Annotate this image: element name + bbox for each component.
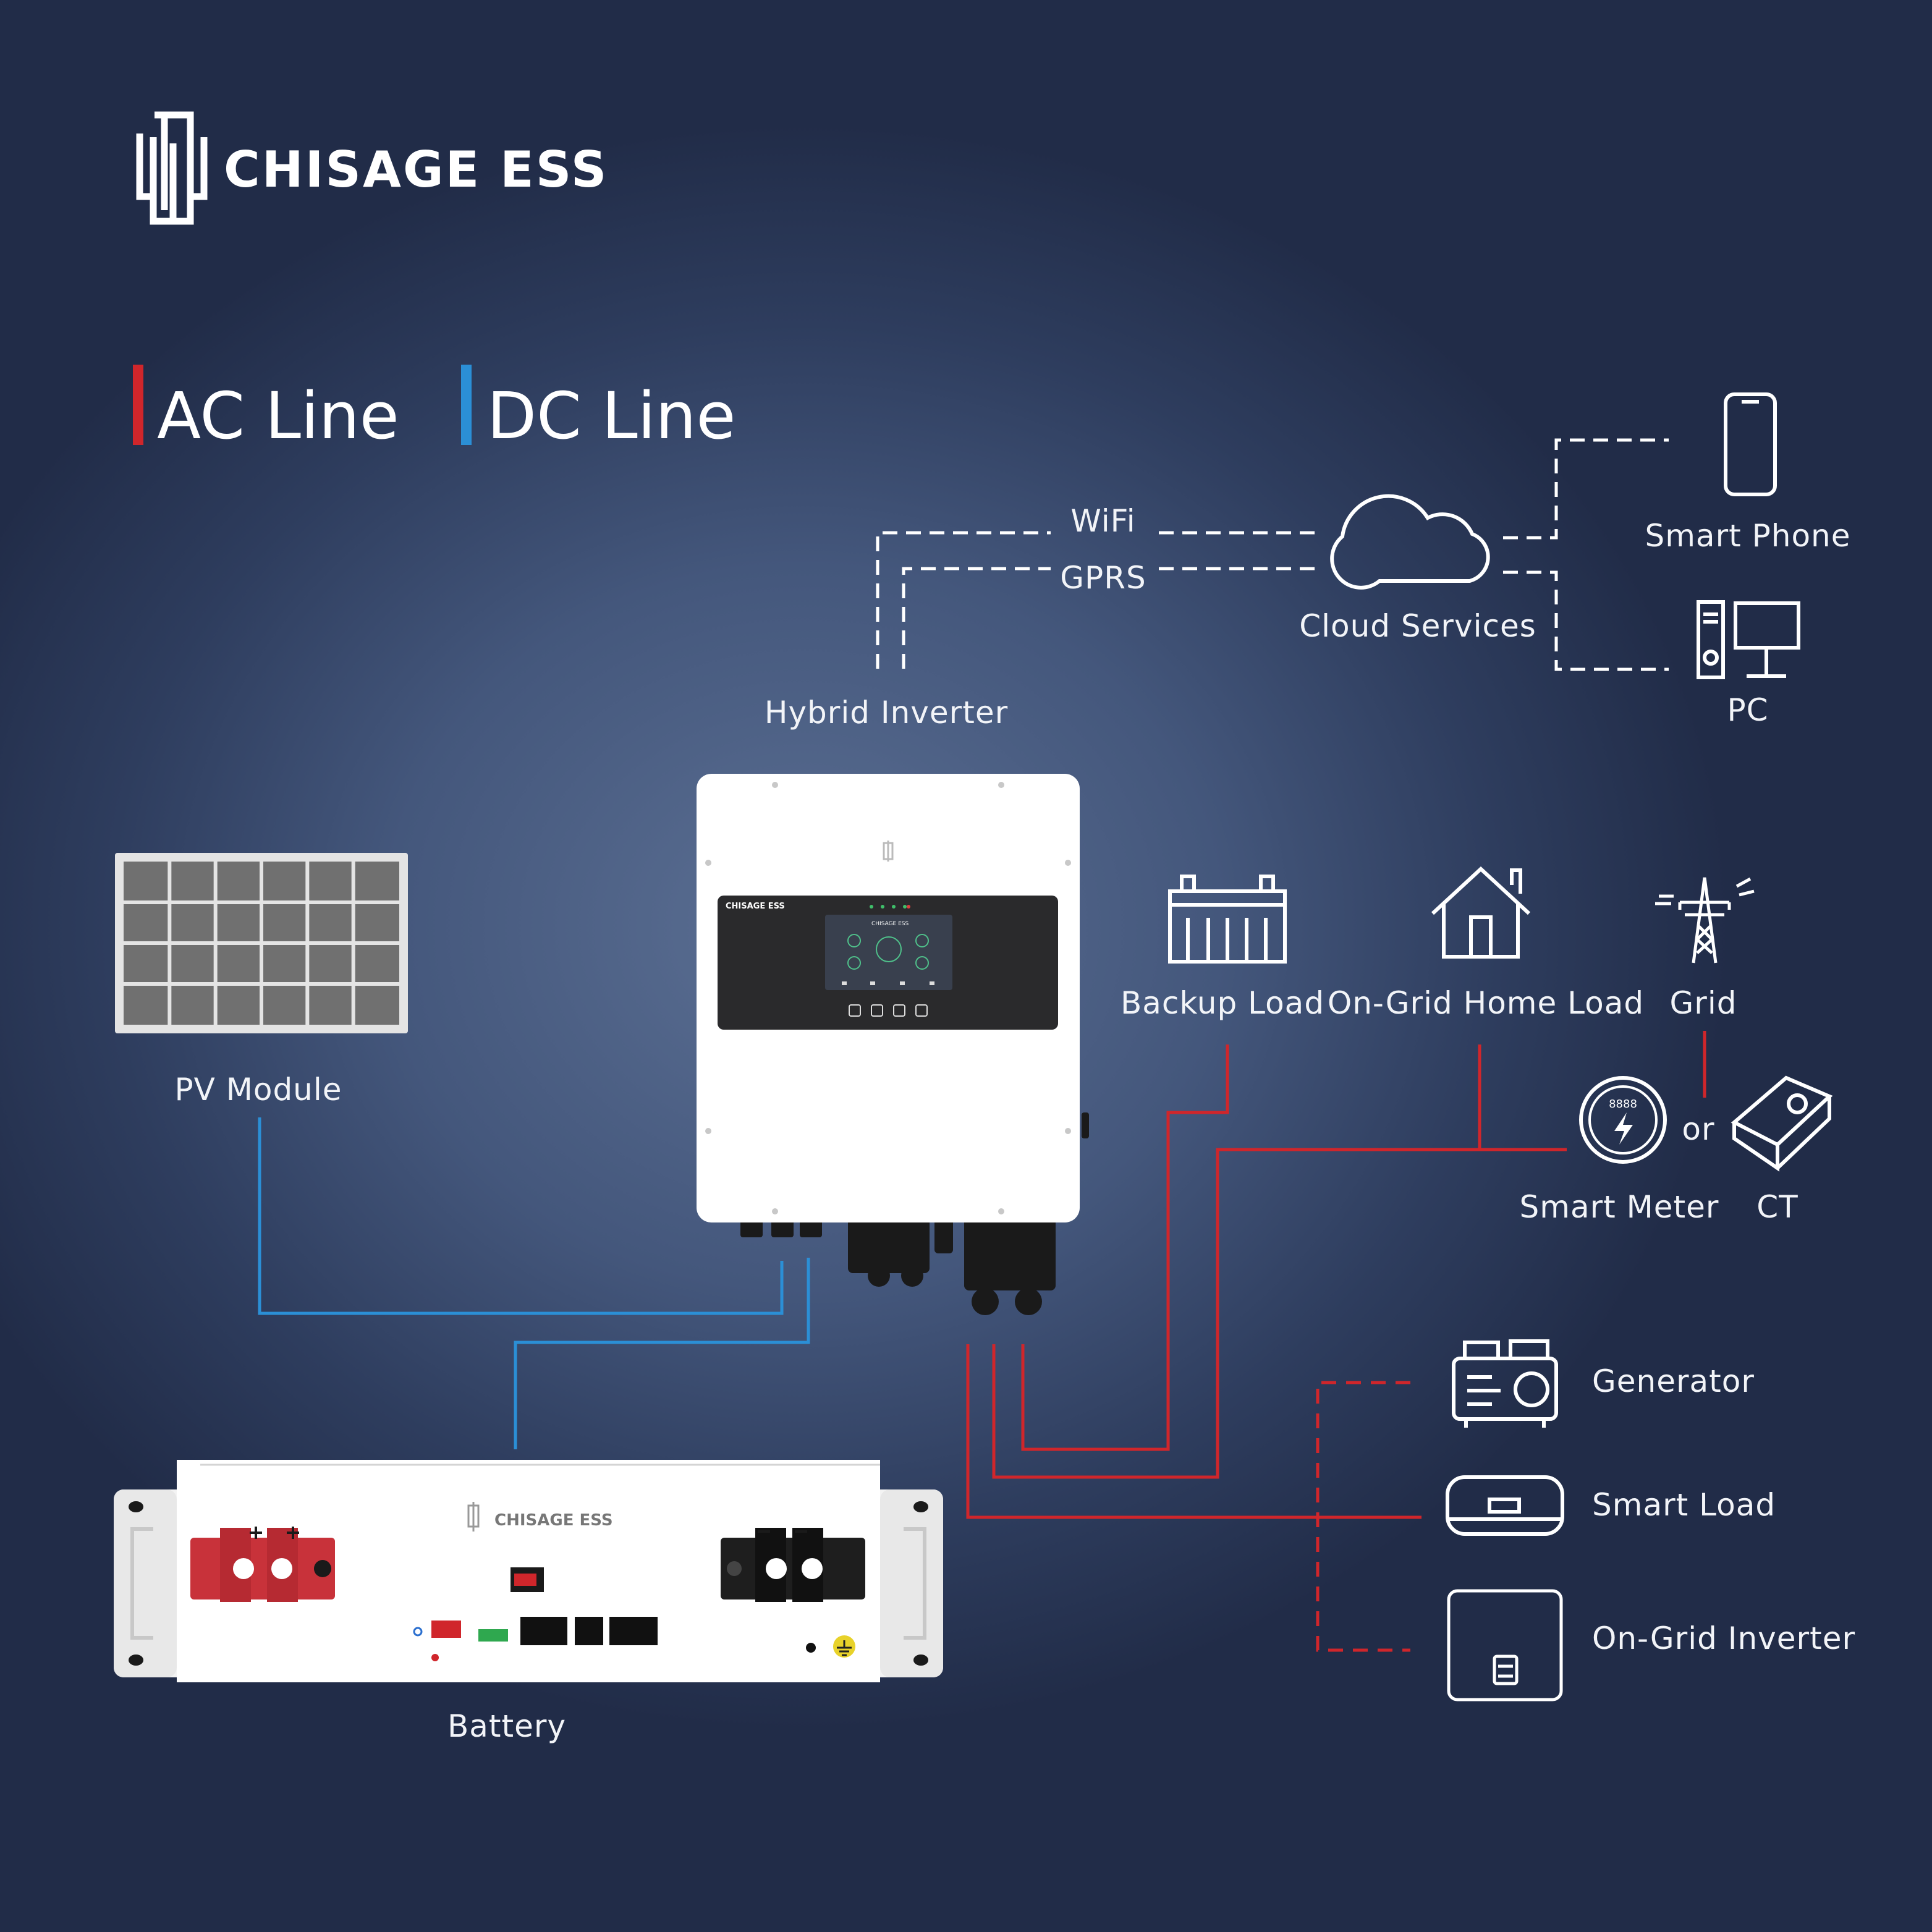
grid-label: Grid — [1669, 985, 1737, 1021]
generator-icon — [1452, 1339, 1558, 1428]
gprs-label: GPRS — [1060, 560, 1146, 596]
meter-readout: 8888 — [1609, 1098, 1637, 1111]
wifi-label: WiFi — [1070, 503, 1136, 539]
ac-legend-swatch — [133, 365, 143, 445]
pc-icon — [1697, 600, 1800, 679]
ac-line-legend: AC Line — [157, 378, 399, 454]
dc-line-legend: DC Line — [487, 378, 736, 454]
brand-logo-icon — [136, 111, 208, 225]
smart-phone-label: Smart Phone — [1645, 518, 1851, 554]
cloud-services-label: Cloud Services — [1299, 608, 1536, 644]
generator-label: Generator — [1592, 1363, 1755, 1399]
or-label: or — [1682, 1111, 1715, 1147]
grid-tower-icon — [1655, 877, 1755, 964]
smart-phone-icon — [1724, 392, 1777, 496]
home-icon — [1431, 866, 1531, 959]
pv-module — [115, 853, 408, 1033]
battery-positive-terminal — [190, 1527, 335, 1602]
pc-label: PC — [1727, 692, 1769, 728]
smart-load-icon — [1446, 1475, 1564, 1536]
backup-load-label: Backup Load — [1120, 985, 1325, 1021]
ongrid-inverter-label: On-Grid Inverter — [1592, 1621, 1856, 1656]
hybrid-inverter-label: Hybrid Inverter — [764, 695, 1009, 731]
backup-load-icon — [1168, 875, 1287, 964]
ongrid-home-load-label: On-Grid Home Load — [1327, 985, 1645, 1021]
smart-meter-label: Smart Meter — [1519, 1189, 1719, 1225]
ct-label: CT — [1756, 1189, 1799, 1225]
battery: CHISAGE ESS — [114, 1460, 943, 1682]
inverter-screen-brand: CHISAGE ESS — [871, 921, 909, 927]
ct-icon — [1731, 1075, 1833, 1172]
ac-optional-lines — [1316, 1381, 1410, 1652]
battery-label: Battery — [447, 1708, 567, 1744]
hybrid-inverter: CHISAGE ESS CHISAGE ESS — [697, 774, 1089, 1315]
battery-brand: CHISAGE ESS — [494, 1511, 613, 1530]
ac-lines — [966, 1031, 1706, 1519]
brand-name: CHISAGE ESS — [224, 141, 609, 198]
battery-negative-terminal — [721, 1528, 865, 1602]
smart-meter-icon: 8888 — [1579, 1076, 1667, 1164]
ongrid-inverter-icon — [1447, 1589, 1563, 1701]
comm-lines — [876, 438, 1669, 671]
dc-lines — [258, 1117, 810, 1449]
inverter-panel-brand: CHISAGE ESS — [726, 902, 785, 911]
smart-load-label: Smart Load — [1592, 1487, 1776, 1523]
dc-legend-swatch — [461, 365, 472, 445]
pv-module-label: PV Module — [174, 1072, 342, 1108]
cloud-icon — [1330, 494, 1490, 590]
